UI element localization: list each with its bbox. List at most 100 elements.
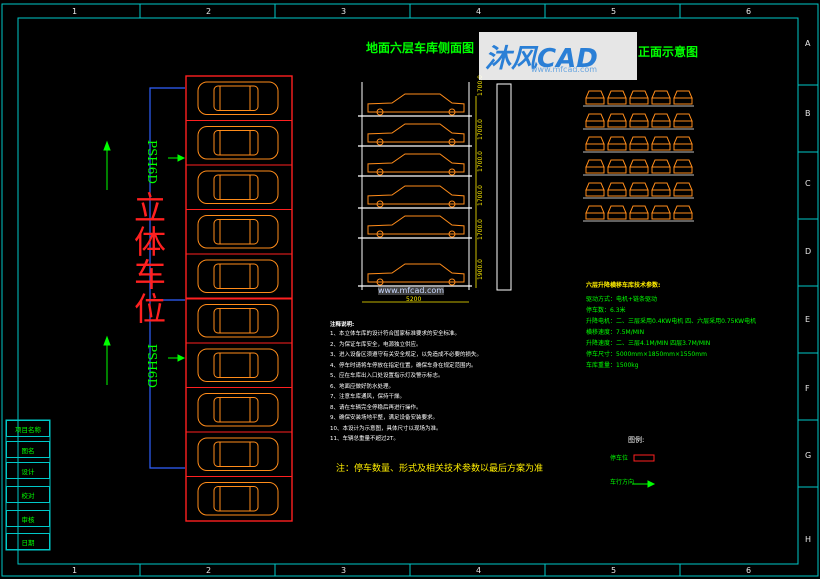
plan-car [197, 126, 279, 160]
col-label-1: 1 [72, 7, 78, 16]
psh-label-top: PSH6D [145, 140, 159, 185]
row-ticks [798, 84, 818, 488]
col-label-4b: 4 [476, 566, 482, 575]
plan-car [197, 81, 279, 115]
front-car [651, 90, 671, 105]
front-car [629, 136, 649, 151]
legend-parking-swatch [633, 454, 655, 462]
note-line: 5、应在车库出入口处设置指示灯及警示标志。 [330, 373, 444, 379]
front-car [607, 182, 627, 197]
note-line: 11、车辆总重量不超过2T。 [330, 436, 399, 442]
col-label-6: 6 [746, 7, 752, 16]
stereo-parking-label: 立体车位 [134, 189, 167, 328]
plan-car [197, 437, 279, 471]
col-label-2b: 2 [206, 566, 212, 575]
row-label-h: H [805, 535, 812, 544]
front-view-title: 正面示意图 [638, 45, 699, 59]
watermark-logo-text: 沐风CAD [485, 43, 598, 74]
legend-heading: 图例: [628, 436, 645, 444]
note-line: 10、本设计为示意图，具体尺寸以现场为准。 [330, 425, 442, 432]
side-control-box [496, 83, 512, 291]
col-label-2: 2 [206, 7, 212, 16]
front-view-drawing [583, 90, 694, 222]
level-dim-3: 1700.0 [477, 151, 484, 172]
tech-params-heading: 六层升降横移车库技术参数: [586, 282, 661, 289]
col-label-3b: 3 [341, 566, 347, 575]
title-block-drawing: 图名 [6, 441, 50, 458]
front-car [673, 182, 693, 197]
note-line: 7、注意车库通风，保持干燥。 [330, 394, 406, 400]
tech-param-line: 升降速度：二、三层4.1M/MIN 四层3.7M/MIN [586, 340, 711, 347]
watermark-url: www.mfcad.com [531, 65, 598, 74]
front-car [673, 205, 693, 220]
note-line: 2、为保证车库安全，电源独立供应。 [330, 341, 422, 348]
plan-slot-column [185, 75, 293, 522]
col-label-6b: 6 [746, 566, 752, 575]
title-block-date: 日期 [6, 533, 50, 550]
note-line: 1、本立体车库的设计符合国家标准要求的安全标准。 [330, 331, 461, 337]
tech-param-line: 车库重量：1500kg [586, 362, 639, 369]
tech-param-line: 驱动方式：电机+链条驱动 [586, 296, 658, 303]
watermark-url-small: www.mfcad.com [378, 286, 445, 295]
front-car [651, 159, 671, 174]
note-line: 3、进入设备区须遵守有关安全规定，以免造成不必要的损失。 [330, 352, 483, 358]
col-label-5: 5 [611, 7, 617, 16]
notes-heading: 注释说明: [330, 322, 355, 328]
front-car [651, 205, 671, 220]
psh-label-bottom: PSH6D [145, 344, 159, 389]
front-car [607, 136, 627, 151]
front-car [673, 136, 693, 151]
inner-frame [17, 17, 799, 565]
front-car [651, 136, 671, 151]
front-car [607, 205, 627, 220]
legend-direction-label: 车行方向 [610, 479, 635, 486]
level-dim-4: 1700.0 [477, 185, 484, 206]
col-label-1b: 1 [72, 566, 78, 575]
side-car [367, 123, 465, 146]
tech-param-line: 停车尺寸：5000mm×1850mm×1550mm [586, 351, 707, 358]
side-view-title: 地面六层车库侧面图 [366, 41, 475, 55]
front-car [629, 159, 649, 174]
tech-param-line: 横移速度：7.5M/MIN [586, 329, 645, 336]
width-dim: 5200 [406, 296, 422, 303]
note-line: 8、请在车辆完全停稳后再进行操作。 [330, 404, 422, 411]
front-car [607, 90, 627, 105]
title-block-design: 设计 [6, 462, 50, 479]
tech-param-line: 升降电机：二、三层采用0.4KW电机 四、六层采用0.75KW电机 [586, 318, 757, 325]
front-car [585, 136, 605, 151]
tech-param-line: 停车数：6.3米 [586, 307, 626, 314]
row-label-a: A [805, 39, 811, 48]
row-label-f: F [805, 384, 810, 393]
col-label-3: 3 [341, 7, 347, 16]
front-car [651, 182, 671, 197]
front-car [585, 113, 605, 128]
side-view-drawing [358, 82, 512, 303]
front-car [607, 159, 627, 174]
level-dim-2: 1700.0 [477, 119, 484, 140]
side-car [367, 153, 465, 176]
legend-direction-arrow [632, 480, 656, 488]
front-car [585, 159, 605, 174]
title-block-check: 校对 [6, 486, 50, 503]
row-label-g: G [805, 451, 812, 460]
side-car [367, 215, 465, 238]
front-car [607, 113, 627, 128]
title-block-project: 项目名称 [6, 420, 50, 437]
legend-parking-label: 停车位 [610, 455, 629, 462]
front-car [629, 113, 649, 128]
level-dim-5: 1700.0 [477, 219, 484, 240]
front-car [629, 182, 649, 197]
plan-car [197, 259, 279, 293]
column-ticks [139, 4, 681, 576]
row-label-c: C [805, 179, 811, 188]
note-line: 9、确保安装场地平整，满足设备安装要求。 [330, 415, 439, 421]
row-label-d: D [805, 247, 812, 256]
front-car [585, 90, 605, 105]
front-car [651, 113, 671, 128]
front-car [629, 205, 649, 220]
level-dim-6: 1900.0 [477, 259, 484, 280]
front-car [673, 90, 693, 105]
watermark-logo: 沐风CAD www.mfcad.com [479, 32, 637, 80]
side-car [367, 263, 465, 286]
